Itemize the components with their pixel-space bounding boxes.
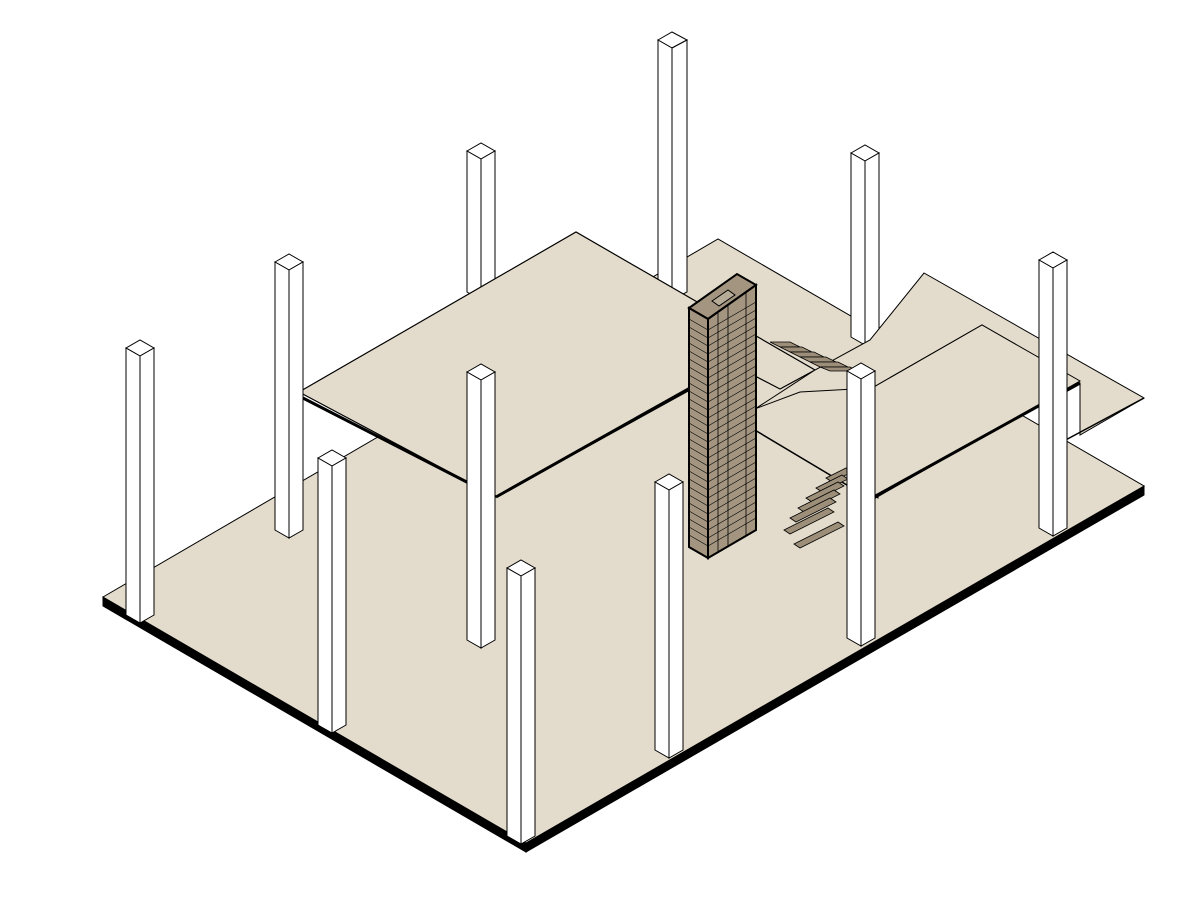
column-face-left <box>506 567 522 845</box>
core-course-line <box>688 318 709 331</box>
core-course-line <box>707 461 757 491</box>
core-course-line <box>688 438 709 451</box>
core-course-line <box>688 486 709 499</box>
column-front-1 <box>124 339 156 624</box>
column-face-right <box>480 371 496 649</box>
column-front-2 <box>273 253 305 539</box>
core-course-line <box>688 430 709 443</box>
column-face-left <box>846 370 862 647</box>
core-course-line <box>688 526 709 539</box>
core-course-line <box>707 469 757 499</box>
core-course-line <box>688 414 709 427</box>
core-course-line <box>707 405 757 435</box>
core-course-line <box>707 325 757 355</box>
core-course-line <box>688 342 709 355</box>
core-course-line <box>707 453 757 483</box>
core-course-line <box>707 381 757 411</box>
core-course-line <box>707 341 757 371</box>
core-course-line <box>688 510 709 523</box>
core-course-line <box>688 382 709 395</box>
core-course-line <box>688 502 709 515</box>
core-course-line <box>707 357 757 387</box>
core-course-line <box>688 398 709 411</box>
core-course-line <box>688 478 709 491</box>
column-face-left <box>654 481 670 759</box>
stair-flight-lower <box>783 467 853 549</box>
core-block-courses <box>688 292 757 552</box>
core-course-line <box>707 493 757 523</box>
service-core <box>687 272 758 560</box>
core-course-line <box>707 309 757 339</box>
column-face-right <box>331 457 347 734</box>
core-course-line <box>688 374 709 387</box>
core-course-line <box>707 437 757 467</box>
core-course-line <box>707 365 757 395</box>
core-course-line <box>688 462 709 475</box>
column-face-right <box>520 567 536 845</box>
core-course-line <box>707 485 757 515</box>
core-course-line <box>688 366 709 379</box>
column-front-8 <box>1037 251 1069 537</box>
core-course-line <box>688 390 709 403</box>
core-course-line <box>707 373 757 403</box>
column-front-6 <box>653 473 685 759</box>
core-course-line <box>707 517 757 547</box>
core-course-line <box>707 501 757 531</box>
core-course-line <box>688 358 709 371</box>
column-face-right <box>860 370 876 647</box>
core-course-line <box>707 477 757 507</box>
core-course-line <box>707 413 757 443</box>
core-course-line <box>688 326 709 339</box>
column-face-left <box>466 371 482 649</box>
core-course-line <box>688 470 709 483</box>
core-course-line <box>688 494 709 507</box>
core-course-line <box>688 518 709 531</box>
column-face-left <box>317 457 333 734</box>
column-front-4 <box>465 363 497 649</box>
core-course-line <box>707 509 757 539</box>
core-course-line <box>707 421 757 451</box>
column-back-2 <box>656 31 689 301</box>
front-columns <box>124 251 1069 845</box>
column-face-right <box>139 347 155 624</box>
core-course-line <box>707 301 757 331</box>
core-course-line <box>688 454 709 467</box>
column-face-right <box>1052 259 1068 537</box>
core-side <box>707 283 757 560</box>
core-course-line <box>707 389 757 419</box>
column-front-3 <box>316 449 348 734</box>
column-back-1 <box>465 142 497 301</box>
core-course-line <box>707 317 757 347</box>
core-course-line <box>707 397 757 427</box>
column-front-7 <box>845 362 877 647</box>
core-course-line <box>707 349 757 379</box>
column-face-left <box>274 261 290 539</box>
core-course-line <box>707 333 757 363</box>
core-course-line <box>688 446 709 459</box>
column-face-right <box>668 481 684 759</box>
core-course-line <box>688 334 709 347</box>
core-course-line <box>688 422 709 435</box>
core-course-line <box>707 429 757 459</box>
core-course-line <box>688 406 709 419</box>
column-face-left <box>1038 259 1054 537</box>
core-course-line <box>688 534 709 547</box>
core-course-line <box>707 445 757 475</box>
column-face-left <box>125 347 141 624</box>
column-face-right <box>288 261 304 539</box>
upper-floor-plate-left <box>297 231 817 499</box>
core-course-line <box>688 350 709 363</box>
column-back-3 <box>849 144 881 346</box>
upper-floor-plate-right <box>737 272 1146 501</box>
stair-flight-upper <box>769 341 859 372</box>
column-front-5 <box>505 559 537 845</box>
